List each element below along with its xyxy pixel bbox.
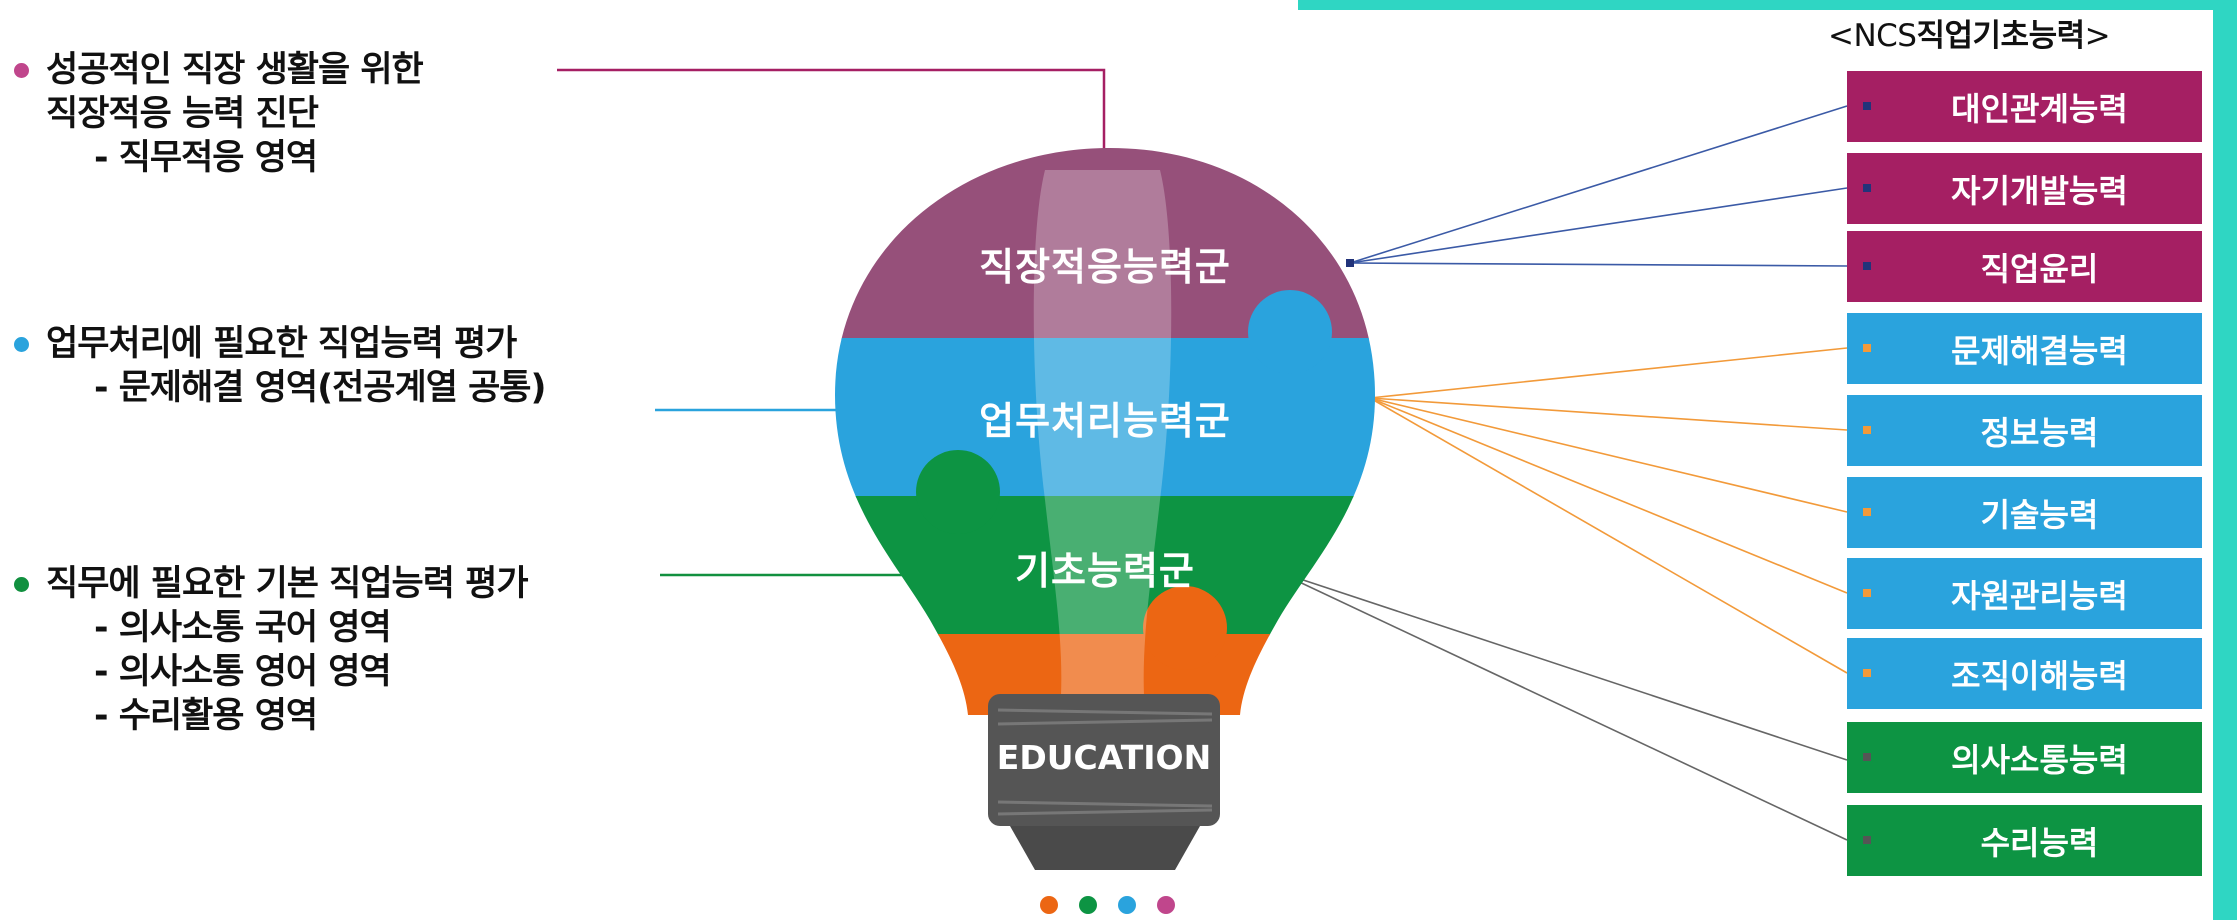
bullet-dot-blue xyxy=(14,337,29,352)
ncs-box-self-development: 자기개발능력 xyxy=(1847,153,2202,224)
ncs-box-label: 조직이해능력 xyxy=(1951,656,2128,695)
note-work-line2: - 문제해결 영역(전공계열 공통) xyxy=(94,368,546,408)
ncs-box-ethics: 직업윤리 xyxy=(1847,231,2202,302)
ncs-box-information: 정보능력 xyxy=(1847,395,2202,466)
ncs-header: <NCS직업기초능력> xyxy=(1828,10,2111,55)
right-accent-bar xyxy=(2213,0,2237,920)
pager-dot-1[interactable] xyxy=(1040,896,1058,914)
pager-dot-2[interactable] xyxy=(1079,896,1097,914)
connector-node-purple xyxy=(1346,259,1354,267)
ncs-header-suffix: > xyxy=(2084,18,2111,54)
ncs-header-title: 직업기초능력 xyxy=(1916,18,2086,54)
box-marker xyxy=(1863,508,1871,516)
bulb-base-label: EDUCATION xyxy=(996,738,1212,777)
bulb-label-basic: 기초능력군 xyxy=(1015,549,1195,593)
pager-dot-4[interactable] xyxy=(1157,896,1175,914)
bulb-highlight xyxy=(1033,170,1172,712)
note-basic-line1: 직무에 필요한 기본 직업능력 평가 xyxy=(46,564,529,604)
box-marker xyxy=(1863,344,1871,352)
ncs-box-technology: 기술능력 xyxy=(1847,477,2202,548)
ncs-box-resource-management: 자원관리능력 xyxy=(1847,558,2202,629)
ncs-box-label: 대인관계능력 xyxy=(1951,89,2128,128)
ncs-box-label: 의사소통능력 xyxy=(1951,740,2128,779)
connector-adapt xyxy=(557,68,1106,148)
bulb-tip xyxy=(1010,826,1200,870)
ncs-box-numeracy: 수리능력 xyxy=(1847,805,2202,876)
note-basic-line2: - 의사소통 국어 영역 xyxy=(94,608,392,648)
bulb-label-adapt: 직장적응능력군 xyxy=(979,245,1231,289)
ncs-box-label: 정보능력 xyxy=(1980,413,2099,452)
note-basic-line3: - 의사소통 영어 영역 xyxy=(94,652,392,692)
note-work: 업무처리에 필요한 직업능력 평가 - 문제해결 영역(전공계열 공통) xyxy=(14,322,546,410)
connectors-purple xyxy=(1349,105,1848,267)
top-accent-bar xyxy=(1298,0,2237,10)
box-marker xyxy=(1863,426,1871,434)
bulb-base xyxy=(988,694,1220,826)
box-marker xyxy=(1863,753,1871,761)
bullet-dot-green xyxy=(14,577,29,592)
ncs-box-interpersonal: 대인관계능력 xyxy=(1847,71,2202,142)
box-marker xyxy=(1863,836,1871,844)
box-marker xyxy=(1863,589,1871,597)
box-marker xyxy=(1863,102,1871,110)
ncs-box-label: 직업윤리 xyxy=(1980,249,2099,288)
ncs-box-label: 자기개발능력 xyxy=(1951,171,2128,210)
ncs-box-communication: 의사소통능력 xyxy=(1847,722,2202,793)
box-marker xyxy=(1863,184,1871,192)
note-adapt-line3: - 직무적응 영역 xyxy=(94,138,318,178)
connectors-blue xyxy=(1369,347,1848,674)
note-adapt: 성공적인 직장 생활을 위한 직장적응 능력 진단 - 직무적응 영역 xyxy=(14,48,424,180)
note-work-line1: 업무처리에 필요한 직업능력 평가 xyxy=(46,324,517,364)
connectors-green xyxy=(1275,570,1848,841)
bullet-dot-purple xyxy=(14,63,29,78)
pager-dot-3[interactable] xyxy=(1118,896,1136,914)
note-adapt-line1: 성공적인 직장 생활을 위한 xyxy=(46,50,424,90)
ncs-box-organization: 조직이해능력 xyxy=(1847,638,2202,709)
box-marker xyxy=(1863,669,1871,677)
ncs-box-problem-solving: 문제해결능력 xyxy=(1847,313,2202,384)
ncs-box-label: 자원관리능력 xyxy=(1951,576,2128,615)
ncs-box-label: 기술능력 xyxy=(1980,495,2099,534)
note-basic: 직무에 필요한 기본 직업능력 평가 - 의사소통 국어 영역 - 의사소통 영… xyxy=(14,562,529,738)
note-adapt-line2: 직장적응 능력 진단 xyxy=(46,94,319,134)
ncs-box-label: 문제해결능력 xyxy=(1951,331,2128,370)
ncs-header-prefix: <NCS xyxy=(1828,18,1917,54)
bulb-label-work: 업무처리능력군 xyxy=(979,399,1231,443)
note-basic-line4: - 수리활용 영역 xyxy=(94,696,318,736)
box-marker xyxy=(1863,262,1871,270)
ncs-box-label: 수리능력 xyxy=(1980,823,2099,862)
